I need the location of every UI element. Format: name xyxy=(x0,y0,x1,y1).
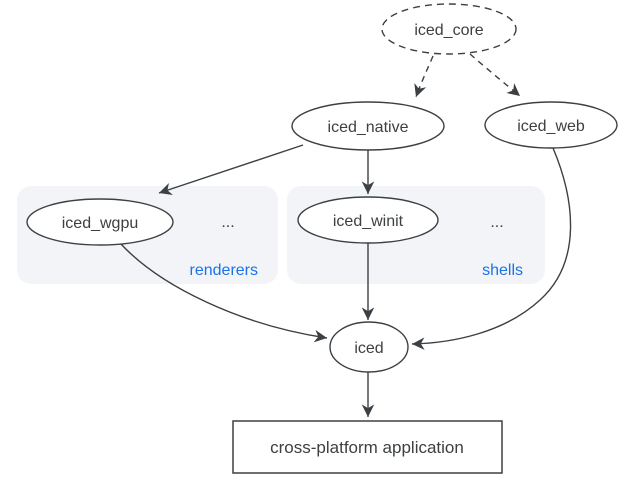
node-iced-core xyxy=(381,3,517,55)
node-iced-core-label: iced_core xyxy=(414,22,483,39)
edge-native-to-wgpu xyxy=(158,144,304,195)
node-iced xyxy=(329,321,409,373)
shells-ellipsis: ... xyxy=(490,214,503,231)
node-iced-native-label: iced_native xyxy=(328,119,409,136)
shells-group-label: shells xyxy=(482,262,523,279)
edge-core-to-web xyxy=(469,53,521,97)
cross-platform-application-label: cross-platform application xyxy=(270,438,464,457)
edge-web-to-iced xyxy=(411,147,572,350)
node-iced-native xyxy=(291,101,445,151)
node-iced-wgpu-label: iced_wgpu xyxy=(62,215,139,232)
renderers-group-label: renderers xyxy=(190,262,258,279)
node-iced-wgpu xyxy=(26,198,174,246)
node-iced-label: iced xyxy=(354,340,383,357)
node-iced-winit xyxy=(297,196,439,244)
renderers-ellipsis: ... xyxy=(221,214,234,231)
edge-core-to-native xyxy=(414,55,434,98)
node-cross-platform-application xyxy=(232,420,503,474)
node-iced-winit-label: iced_winit xyxy=(333,213,404,230)
node-iced-web-label: iced_web xyxy=(517,118,585,135)
node-iced-web xyxy=(484,101,618,149)
edge-wgpu-to-iced xyxy=(120,243,328,343)
